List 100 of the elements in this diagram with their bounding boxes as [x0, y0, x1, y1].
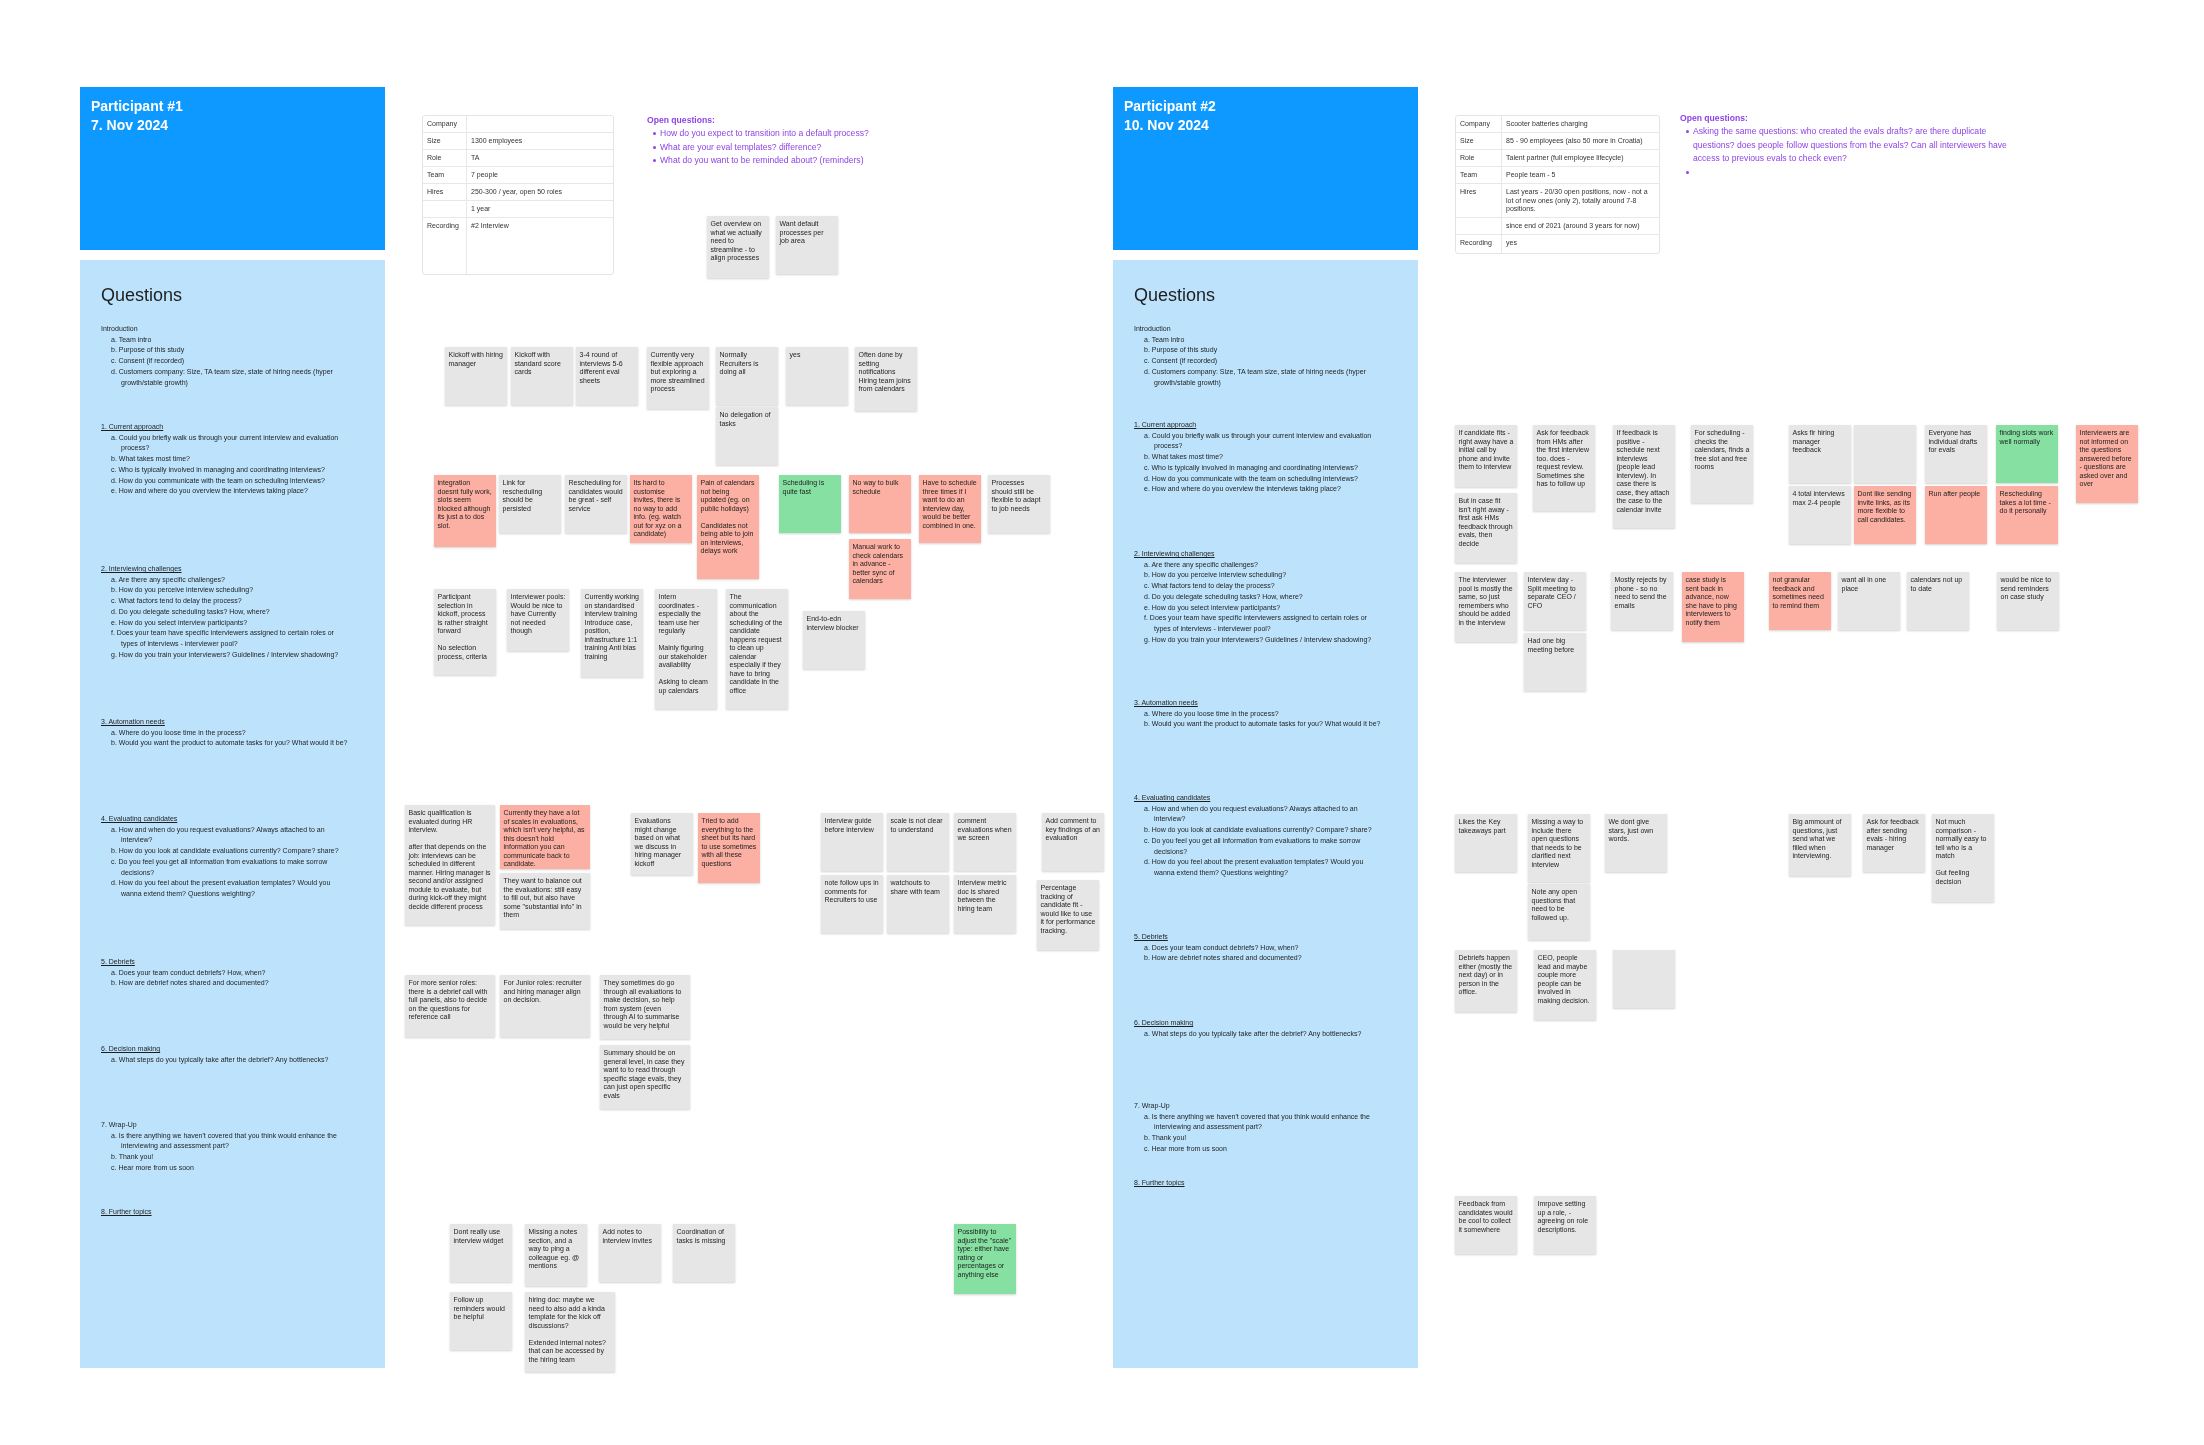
sticky-note — [1854, 425, 1916, 483]
sticky-note — [1455, 950, 1517, 1012]
sticky-note — [500, 873, 590, 929]
list-heading: Open questions: — [1680, 112, 1748, 125]
question-text: What are your eval templates? difference? — [660, 140, 822, 154]
sticky-note — [511, 347, 573, 405]
sticky-note — [600, 975, 690, 1039]
sticky-note — [1528, 814, 1590, 882]
panel-title: Questions — [101, 284, 183, 306]
question-text: Asking the same questions: who created the evals drafts? are there duplicate questions? does people follow questions from the evals? Can all interviewers have access to previous evals to check even? — [1693, 125, 2008, 166]
sticky-note — [499, 475, 561, 533]
sticky-note — [1613, 950, 1675, 1008]
sticky-note — [954, 813, 1016, 871]
questions-panel — [1113, 260, 1418, 1368]
sticky-note — [1528, 884, 1590, 940]
sticky-note — [919, 475, 981, 543]
sticky-note — [1042, 813, 1104, 871]
sticky-note — [525, 1292, 615, 1372]
sticky-note — [779, 475, 841, 533]
sticky-note — [1534, 950, 1596, 1020]
sticky-note — [821, 813, 883, 871]
questions-panel — [80, 260, 385, 1368]
sticky-note — [450, 1292, 512, 1350]
sticky-note — [673, 1224, 735, 1282]
sticky-note — [507, 589, 569, 651]
sticky-note — [786, 347, 848, 405]
sticky-note — [565, 475, 627, 533]
sticky-note — [1534, 1196, 1596, 1254]
sticky-note — [434, 475, 496, 547]
sticky-note — [500, 975, 590, 1037]
list-heading: Open questions: — [647, 114, 715, 127]
question-text: What do you want to be reminded about? (reminders) — [660, 154, 864, 168]
sticky-note — [887, 875, 949, 933]
sticky-note — [1455, 814, 1517, 872]
sticky-note — [630, 475, 692, 543]
sticky-note — [525, 1224, 587, 1286]
sticky-note — [450, 1224, 512, 1282]
sticky-note — [954, 1224, 1016, 1294]
sticky-note — [1854, 486, 1916, 544]
sticky-note — [599, 1224, 661, 1282]
sticky-note — [726, 589, 788, 709]
sticky-note — [434, 589, 496, 675]
sticky-note — [1997, 572, 2059, 630]
sticky-note — [707, 216, 769, 278]
sticky-note — [1769, 572, 1831, 630]
sticky-note — [1605, 814, 1667, 872]
participant-header — [80, 87, 385, 250]
sticky-note — [1533, 425, 1595, 511]
question-text: How do you expect to transition into a default process? — [660, 127, 869, 141]
sticky-note — [1789, 486, 1851, 544]
sticky-note — [600, 1045, 690, 1109]
participant-title: Participant #2 — [1124, 97, 1216, 116]
sticky-note — [887, 813, 949, 871]
sticky-note — [1996, 486, 2058, 544]
sticky-note — [445, 347, 507, 405]
participant-title: Participant #1 — [91, 97, 183, 116]
sticky-note — [1455, 572, 1517, 642]
sticky-note — [1932, 814, 1994, 902]
sticky-note — [698, 813, 760, 883]
sticky-note — [2076, 425, 2138, 503]
sticky-note — [849, 475, 911, 533]
sticky-note — [1455, 1196, 1517, 1254]
panel-title: Questions — [1134, 284, 1216, 306]
session-date: 7. Nov 2024 — [91, 116, 169, 135]
sticky-note — [1524, 572, 1586, 630]
sticky-note — [821, 875, 883, 933]
sticky-note — [1455, 425, 1517, 487]
sticky-note — [1037, 880, 1099, 950]
sticky-note — [1691, 425, 1753, 503]
session-date: 10. Nov 2024 — [1124, 116, 1209, 135]
sticky-note — [1996, 425, 2058, 483]
sticky-note — [803, 611, 865, 669]
sticky-note — [855, 347, 917, 411]
sticky-note — [1524, 633, 1586, 691]
sticky-note — [716, 347, 778, 405]
sticky-note — [954, 875, 1016, 933]
sticky-note — [1613, 425, 1675, 528]
sticky-note — [655, 589, 717, 709]
sticky-note — [1611, 572, 1673, 630]
sticky-note — [697, 475, 759, 579]
sticky-note — [1838, 572, 1900, 630]
sticky-note — [1863, 814, 1925, 872]
sticky-note — [1789, 814, 1851, 876]
sticky-note — [631, 813, 693, 875]
sticky-note — [1455, 493, 1517, 563]
sticky-note — [776, 216, 838, 274]
sticky-note — [1925, 486, 1987, 544]
participant-header — [1113, 87, 1418, 250]
sticky-note — [1789, 425, 1851, 483]
sticky-note — [647, 347, 709, 409]
sticky-note — [1682, 572, 1744, 642]
sticky-note — [405, 975, 495, 1037]
sticky-note — [1907, 572, 1969, 630]
sticky-note — [576, 347, 638, 405]
sticky-note — [849, 539, 911, 599]
sticky-note — [405, 805, 495, 925]
sticky-note — [716, 407, 778, 465]
sticky-note — [581, 589, 643, 677]
sticky-note — [1925, 425, 1987, 483]
sticky-note — [988, 475, 1050, 533]
